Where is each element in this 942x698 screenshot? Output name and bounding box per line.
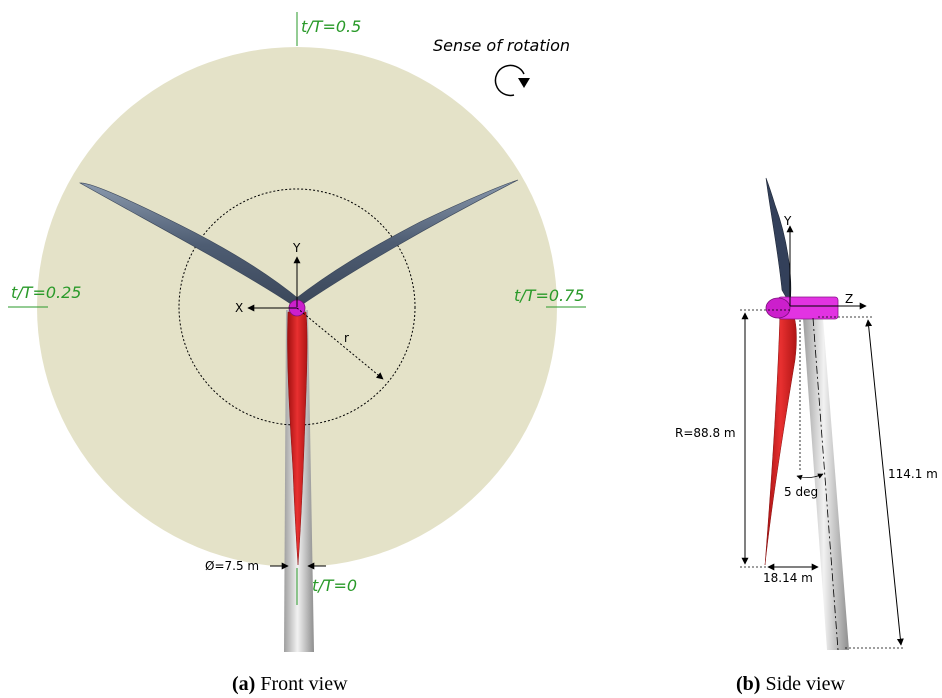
radius-arrow <box>296 307 384 380</box>
blade-bottom-red <box>287 311 308 566</box>
radius-label: r <box>344 331 349 345</box>
spinner <box>765 297 791 319</box>
phase-label-right: t/T=0.75 <box>514 286 584 305</box>
side-axis-y-label: Y <box>783 214 792 228</box>
side-blade-up <box>765 177 792 305</box>
axis-y-label: Y <box>292 241 301 255</box>
rotation-label: Sense of rotation <box>433 36 570 55</box>
rotation-icon <box>494 64 530 97</box>
phase-label-bottom: t/T=0 <box>312 576 357 595</box>
rotor-radius-label: R=88.8 m <box>675 426 736 440</box>
phase-label-top: t/T=0.5 <box>301 17 361 36</box>
tilt-angle-arc <box>796 473 824 481</box>
tower-height-dimension <box>865 319 904 646</box>
side-axis-z-label: Z <box>845 292 853 306</box>
front-view: Y X r Ø=7.5 m t/T=0.5 t/T=0.25 t/T=0.75 … <box>8 12 586 695</box>
tower-height-label: 114.1 m <box>888 467 938 481</box>
overhang-label: 18.14 m <box>763 571 813 585</box>
side-view: Y Z 5 deg R=88.8 m 18.14 m 114.1 m (b) S… <box>675 177 938 695</box>
tower-diameter-label: Ø=7.5 m <box>205 559 259 573</box>
tower-axis-line <box>812 317 839 651</box>
front-caption: (a) Front view <box>232 673 348 695</box>
side-blade-red <box>764 311 797 566</box>
blade-upper-left <box>79 182 301 307</box>
tilt-angle-label: 5 deg <box>784 485 818 499</box>
side-tower <box>803 318 849 650</box>
side-caption: (b) Side view <box>736 673 845 695</box>
axis-x-label: X <box>235 301 243 315</box>
blade-upper-right <box>293 179 519 307</box>
phase-label-left: t/T=0.25 <box>11 283 81 302</box>
